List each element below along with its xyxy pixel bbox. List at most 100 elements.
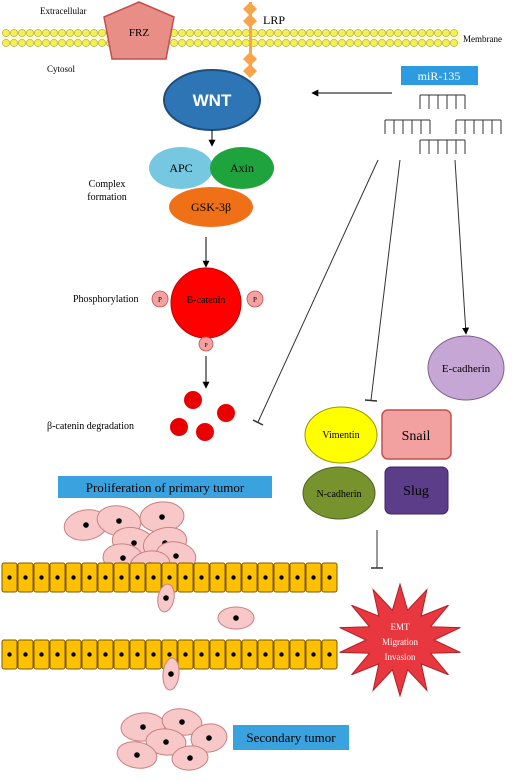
tumor-nucleus: [163, 739, 169, 745]
migration-label: Migration: [382, 637, 418, 647]
lipid-bead: [18, 29, 26, 37]
epithelial-nucleus: [199, 652, 204, 657]
lipid-bead: [434, 39, 442, 47]
epithelial-nucleus: [295, 575, 300, 580]
lipid-bead: [202, 39, 210, 47]
lipid-bead: [394, 29, 402, 37]
lipid-bead: [258, 39, 266, 47]
epithelial-nucleus: [7, 652, 12, 657]
lipid-bead: [282, 39, 290, 47]
epithelial-nucleus: [295, 652, 300, 657]
epithelial-nucleus: [151, 575, 156, 580]
epithelial-layers: [1, 562, 338, 670]
lipid-bead: [258, 29, 266, 37]
lipid-bead: [322, 39, 330, 47]
lipid-bead: [378, 39, 386, 47]
ncadherin-node: [302, 466, 376, 520]
lipid-bead: [306, 29, 314, 37]
tumor-nucleus: [159, 514, 165, 520]
ecadherin-label: E-cadherin: [442, 363, 491, 375]
lipid-bead: [210, 39, 218, 47]
mir-135-hairpins: [384, 94, 502, 154]
lipid-bead: [370, 39, 378, 47]
tumor-nucleus: [140, 724, 146, 730]
phosphate-bottom: [198, 336, 214, 352]
lipid-bead: [178, 29, 186, 37]
slug-node: [384, 466, 449, 515]
proliferation-inhibition-bar: [252, 419, 264, 426]
lrp-receptor: [243, 2, 257, 78]
invasion-label: Invasion: [385, 652, 416, 662]
epithelial-nucleus: [231, 575, 236, 580]
lipid-bead: [34, 29, 42, 37]
lipid-bead: [18, 39, 26, 47]
epithelial-nucleus: [23, 652, 28, 657]
lipid-bead: [298, 39, 306, 47]
epithelial-nucleus: [119, 575, 124, 580]
lipid-bead: [194, 39, 202, 47]
lipid-bead: [442, 29, 450, 37]
lipid-bead: [74, 29, 82, 37]
epithelial-nucleus: [199, 575, 204, 580]
lipid-bead: [266, 39, 274, 47]
epithelial-nucleus: [87, 575, 92, 580]
lipid-bead: [90, 29, 98, 37]
tumor-nucleus: [116, 518, 122, 524]
lipid-bead: [338, 29, 346, 37]
epithelial-nucleus: [135, 652, 140, 657]
snail-label: Snail: [402, 429, 431, 444]
lipid-bead: [234, 29, 242, 37]
epithelial-nucleus: [119, 652, 124, 657]
lipid-bead: [266, 29, 274, 37]
lipid-bead: [354, 39, 362, 47]
membrane-label: Membrane: [463, 34, 502, 44]
lipid-bead: [410, 29, 418, 37]
epithelial-nucleus: [311, 652, 316, 657]
epithelial-nucleus: [7, 575, 12, 580]
lipid-bead: [98, 29, 106, 37]
lipid-bead: [186, 39, 194, 47]
tumor-nucleus: [179, 719, 185, 725]
lipid-bead: [66, 29, 74, 37]
ecadherin-node: [427, 335, 505, 401]
lrp-label: LRP: [263, 13, 285, 27]
epithelial-nucleus: [215, 575, 220, 580]
lipid-bead: [402, 29, 410, 37]
epithelial-nucleus: [23, 575, 28, 580]
tumor-nucleus: [206, 735, 212, 741]
lipid-bead: [274, 39, 282, 47]
tumor-nucleus: [134, 752, 140, 758]
lipid-bead: [50, 39, 58, 47]
epithelial-nucleus: [279, 575, 284, 580]
slug-label: Slug: [403, 484, 429, 499]
phosphate-left-label: P: [158, 296, 162, 304]
lipid-bead: [418, 39, 426, 47]
lipid-bead: [242, 29, 250, 37]
complex-formation-label-line1: Complex: [89, 179, 126, 190]
lipid-bead: [234, 39, 242, 47]
emt-label: EMT: [391, 622, 411, 632]
lipid-bead: [322, 29, 330, 37]
frz-label: FRZ: [129, 27, 149, 39]
gsk-node: [169, 187, 253, 227]
epithelial-nucleus: [103, 652, 108, 657]
phosphorylation-label: Phosphorylation: [73, 294, 139, 305]
epithelial-nucleus: [263, 652, 268, 657]
emt-markers-inhibition-bar: [364, 399, 378, 402]
lipid-bead: [330, 29, 338, 37]
lipid-bead: [218, 39, 226, 47]
frz-receptor: [103, 1, 175, 60]
epithelial-nucleus: [55, 575, 60, 580]
epithelial-nucleus: [151, 652, 156, 657]
ncadherin-label: N-cadherin: [317, 489, 362, 500]
secondary-tumor-cluster: [116, 708, 228, 771]
lipid-bead: [378, 29, 386, 37]
emt-starburst: [339, 582, 461, 698]
epithelial-nucleus: [327, 575, 332, 580]
lipid-bead: [42, 29, 50, 37]
lipid-bead: [274, 29, 282, 37]
lipid-bead: [226, 39, 234, 47]
degradation-label: β-catenin degradation: [47, 421, 134, 432]
mir-inhibits-emt-markers-line: [370, 159, 401, 401]
